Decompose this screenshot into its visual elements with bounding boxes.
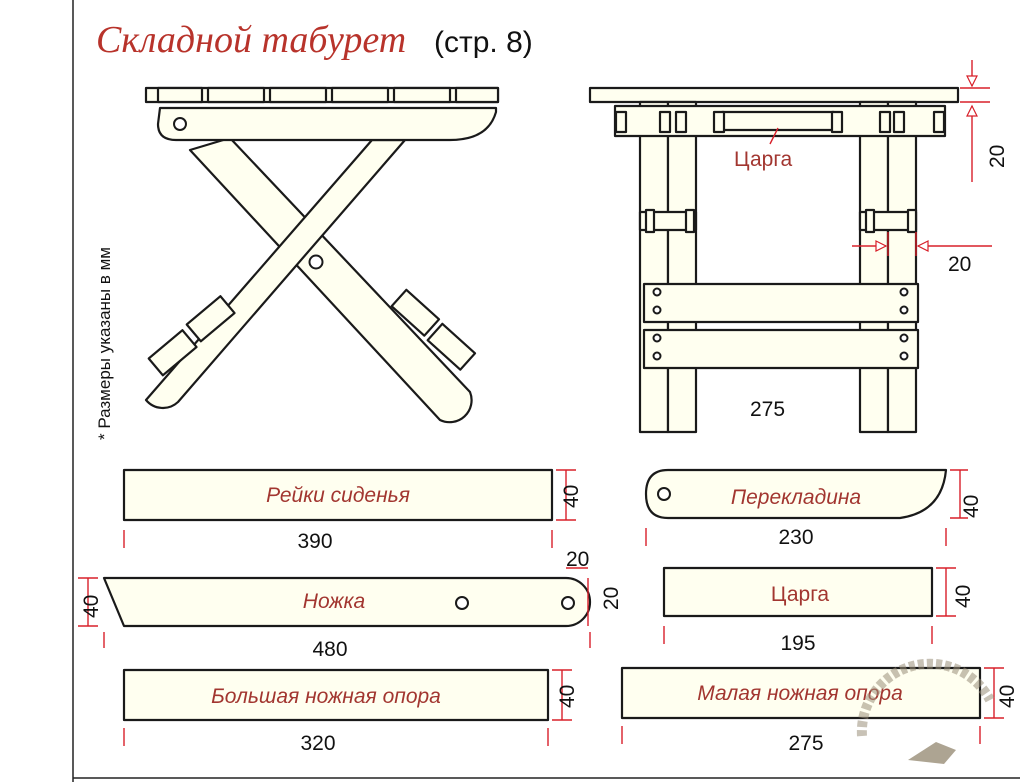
part-leg-name: Ножка — [303, 590, 365, 613]
side-view — [144, 86, 500, 424]
side-view-seat — [144, 86, 500, 104]
front-view-seat-thickness-dim — [960, 60, 990, 182]
title-page-ref: (стр. 8) — [434, 26, 533, 59]
front-view-tsarga — [720, 110, 836, 132]
part-big-foot-support-name: Большая ножная опора — [211, 685, 441, 708]
front-view-leg-inner-left — [666, 100, 698, 434]
front-view-top-bolts — [614, 110, 946, 134]
front-view-leg-thickness-dim — [852, 232, 992, 256]
side-view-crossbar — [156, 106, 498, 142]
side-view-foot-left-lower — [147, 329, 198, 377]
side-view-pivot — [308, 254, 324, 270]
part-small-foot-support-length: 275 — [788, 732, 823, 755]
side-view-crossbar-hole — [173, 117, 187, 131]
part-tsarga-length: 195 — [780, 632, 815, 655]
front-view-leg-outer-left — [638, 100, 670, 434]
side-view-leg-front — [144, 138, 407, 410]
part-leg-hole-offset-a: 20 — [566, 548, 589, 571]
side-view-foot-right-upper — [390, 288, 441, 337]
front-view-foot-holes — [652, 287, 909, 361]
side-note-units: * Размеры указаны в мм — [95, 247, 114, 440]
part-small-foot-support-name: Малая ножная опора — [697, 682, 903, 705]
part-leg-width: 40 — [80, 595, 103, 618]
front-view-width-label: 275 — [750, 398, 785, 421]
front-view-seat-thickness-label: 20 — [986, 145, 1009, 168]
part-crossbar-width: 40 — [960, 495, 983, 518]
front-view-leg-outer-right — [886, 100, 918, 434]
front-view-foot-upper — [642, 282, 920, 324]
front-view-foot-lower — [642, 328, 920, 370]
part-big-foot-support-length: 320 — [300, 732, 335, 755]
part-big-foot-support-width: 40 — [556, 685, 579, 708]
part-small-foot-support-width: 40 — [996, 685, 1019, 708]
front-view-tsarga-label: Царга — [734, 148, 793, 171]
front-view-leg-inner-right — [858, 100, 890, 434]
part-tsarga-name: Царга — [771, 583, 830, 606]
front-view-tsarga-leader — [769, 127, 779, 145]
part-small-foot-support: Малая ножная опора 40 275 — [620, 666, 1019, 755]
part-leg-hole-offset-b: 20 — [600, 587, 623, 610]
front-view-middle-bolts — [638, 208, 918, 234]
part-big-foot-support: Большая ножная опора 40 320 — [122, 668, 579, 755]
front-view: Царга 275 20 20 — [588, 60, 1009, 434]
part-tsarga-width: 40 — [952, 585, 975, 608]
side-view-foot-right-lower — [426, 322, 477, 371]
part-leg-length: 480 — [312, 638, 347, 661]
part-crossbar-length: 230 — [778, 526, 813, 549]
part-crossbar-name: Перекладина — [731, 486, 861, 509]
part-crossbar: Перекладина 40 230 — [644, 468, 983, 549]
front-view-leg-thickness-label: 20 — [948, 253, 971, 276]
part-seat-slats-name: Рейки сиденья — [266, 484, 410, 507]
part-seat-slats-width: 40 — [560, 485, 583, 508]
title-main: Складной табурет — [96, 19, 406, 61]
watermark-stamp-icon — [856, 658, 995, 764]
part-seat-slats: Рейки сиденья 40 390 — [122, 468, 583, 553]
side-view-leg-back — [188, 136, 473, 424]
part-tsarga: Царга 40 195 — [662, 566, 975, 655]
front-view-seat — [588, 86, 960, 104]
part-seat-slats-length: 390 — [297, 530, 332, 553]
side-view-foot-left-upper — [185, 295, 236, 343]
part-leg: Ножка 40 20 20 480 — [78, 548, 623, 661]
